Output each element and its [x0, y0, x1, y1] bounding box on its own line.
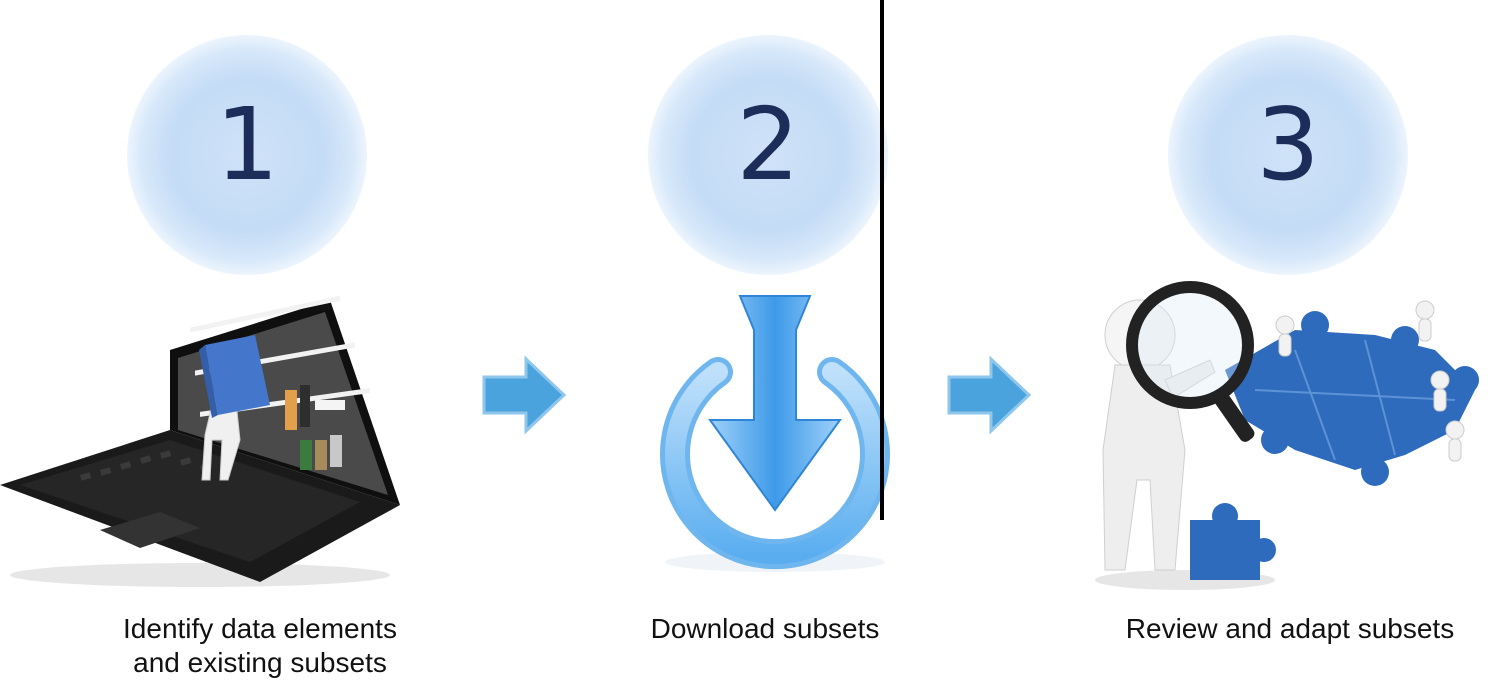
laptop-bookshelf-icon — [0, 295, 400, 587]
step-2-caption: Download subsets — [650, 613, 880, 644]
arrow-right-icon — [947, 355, 1032, 435]
arrow-right-icon — [482, 355, 567, 435]
step-1-circle — [127, 35, 367, 275]
step-2-number: 2 — [736, 86, 800, 203]
step-3-circle — [1168, 35, 1408, 275]
step-2-circle — [648, 35, 888, 275]
magnifier-puzzle-icon — [1095, 281, 1479, 590]
step-3-number: 3 — [1256, 86, 1320, 203]
step-1-caption: Identify data elements and existing subs… — [123, 613, 397, 678]
download-icon — [660, 295, 890, 572]
step-3-caption: Review and adapt subsets — [1125, 613, 1455, 644]
vertical-divider-line — [880, 0, 884, 520]
step-1-number: 1 — [215, 86, 279, 203]
